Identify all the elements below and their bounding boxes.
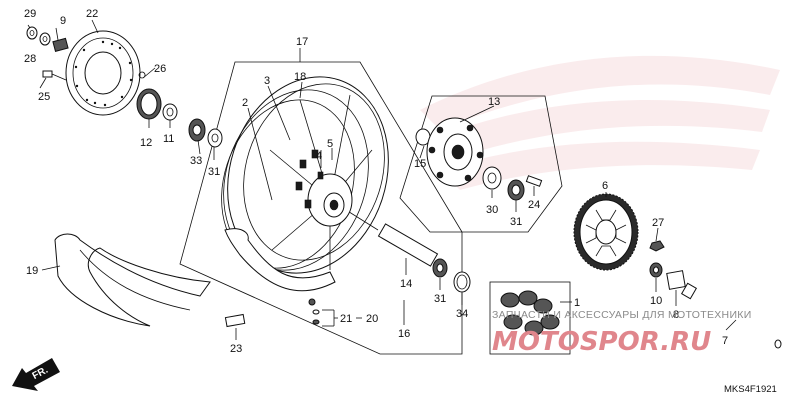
callout-11: 11	[163, 133, 174, 145]
callout-9: 9	[60, 15, 66, 27]
callout-24: 24	[528, 199, 540, 211]
callout-26: 26	[154, 63, 166, 75]
sprocket-hub	[415, 117, 543, 201]
callout-6: 6	[602, 180, 608, 192]
callout-34: 34	[456, 308, 468, 320]
callout-3: 3	[264, 75, 270, 87]
callout-14: 14	[400, 278, 412, 290]
diagram-code: MKS4F1921	[724, 384, 777, 395]
callout-2: 2	[242, 97, 248, 109]
callout-17: 17	[296, 36, 308, 48]
callout-10: 10	[650, 295, 662, 307]
wheel-spacers	[188, 118, 471, 328]
callout-25: 25	[38, 91, 50, 103]
callout-33: 33	[190, 155, 202, 167]
callout-18: 18	[294, 71, 306, 83]
callout-31-right: 31	[434, 293, 446, 305]
callout-20: 20	[366, 313, 378, 325]
callout-27: 27	[652, 217, 664, 229]
callout-1: 1	[574, 297, 580, 309]
brake-disc	[65, 30, 141, 116]
axle-parts	[649, 240, 782, 349]
callout-22: 22	[86, 8, 98, 20]
rim-band	[224, 228, 336, 292]
callout-23: 23	[230, 343, 242, 355]
callout-labels: 29 9 22 28 25 26 12 11 33 31 17 18 3 2 5…	[24, 8, 728, 355]
damper-rubbers	[500, 290, 560, 336]
callout-15: 15	[414, 158, 426, 170]
rear-sprocket	[573, 193, 639, 271]
callout-8: 8	[673, 309, 679, 321]
watermark-brand: MOTOSPOR.RU	[492, 327, 711, 357]
callout-13: 13	[488, 96, 500, 108]
rear-wheel	[221, 76, 389, 274]
circlip-seal	[136, 71, 178, 121]
front-direction-arrow: FR.	[12, 358, 60, 391]
callout-32: 31	[510, 216, 522, 228]
callout-7: 7	[722, 335, 728, 347]
watermark-tagline: ЗАПЧАСТИ И АКСЕССУАРЫ ДЛЯ МОТОТЕХНИКИ	[492, 309, 752, 321]
callout-21: 21	[340, 313, 352, 325]
leader-lines	[27, 19, 737, 340]
callout-16: 16	[398, 328, 410, 340]
damper-kit-box	[489, 281, 571, 355]
callout-12: 12	[140, 137, 152, 149]
callout-5: 5	[327, 138, 333, 150]
callout-29: 29	[24, 8, 36, 20]
honda-wing-watermark	[420, 55, 780, 190]
callout-31-left: 31	[208, 166, 220, 178]
disc-bolt	[42, 70, 67, 81]
hub-assembly-box	[399, 95, 563, 233]
disc-bolt-washers	[26, 26, 69, 52]
callout-19: 19	[26, 265, 38, 277]
callout-4: 4	[316, 150, 322, 162]
callout-28: 28	[24, 53, 36, 65]
tire	[54, 233, 211, 327]
callout-30: 30	[486, 204, 498, 216]
